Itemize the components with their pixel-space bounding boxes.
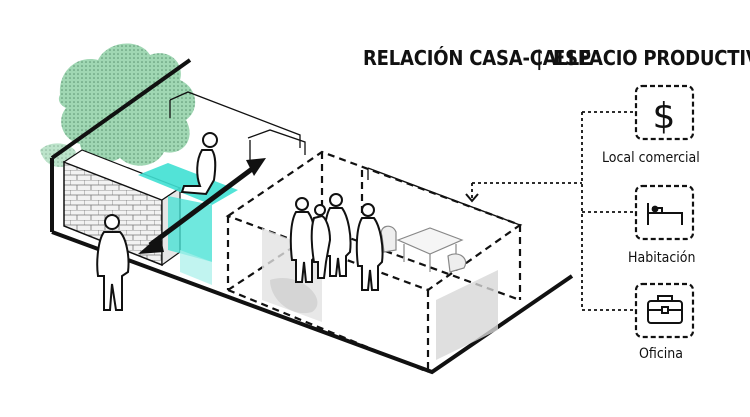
dollar-icon: $ bbox=[653, 96, 676, 137]
briefcase-icon bbox=[647, 295, 683, 324]
desk-and-chairs bbox=[380, 225, 467, 273]
building-base bbox=[50, 58, 574, 375]
use-oficina: Oficina bbox=[634, 282, 695, 362]
person-seated-patio bbox=[180, 132, 218, 196]
use-habitacion: Habitación bbox=[628, 184, 695, 266]
dollar-icon-box bbox=[634, 84, 695, 141]
diagram-title: RELACIÓN CASA-CALLE | ESPACIO PRODUCTIVO bbox=[363, 46, 750, 70]
title-left: RELACIÓN CASA-CALLE bbox=[363, 46, 591, 70]
use-label-habitacion: Habitación bbox=[628, 250, 695, 266]
patio bbox=[138, 163, 238, 285]
house-street-arrow bbox=[138, 158, 266, 254]
people-group-interior bbox=[289, 193, 384, 291]
use-local-comercial: $ Local comercial bbox=[602, 84, 700, 166]
connector-arrowhead bbox=[465, 193, 479, 203]
bed-icon-box bbox=[634, 184, 695, 241]
use-label-local-comercial: Local comercial bbox=[602, 150, 700, 166]
use-label-oficina: Oficina bbox=[639, 346, 683, 362]
bed-icon bbox=[647, 203, 683, 225]
title-separator: | bbox=[536, 46, 542, 70]
title-right: ESPACIO PRODUCTIVO bbox=[553, 46, 750, 70]
connector-lines bbox=[472, 111, 636, 311]
person-street bbox=[96, 214, 130, 311]
briefcase-icon-box bbox=[634, 282, 695, 339]
